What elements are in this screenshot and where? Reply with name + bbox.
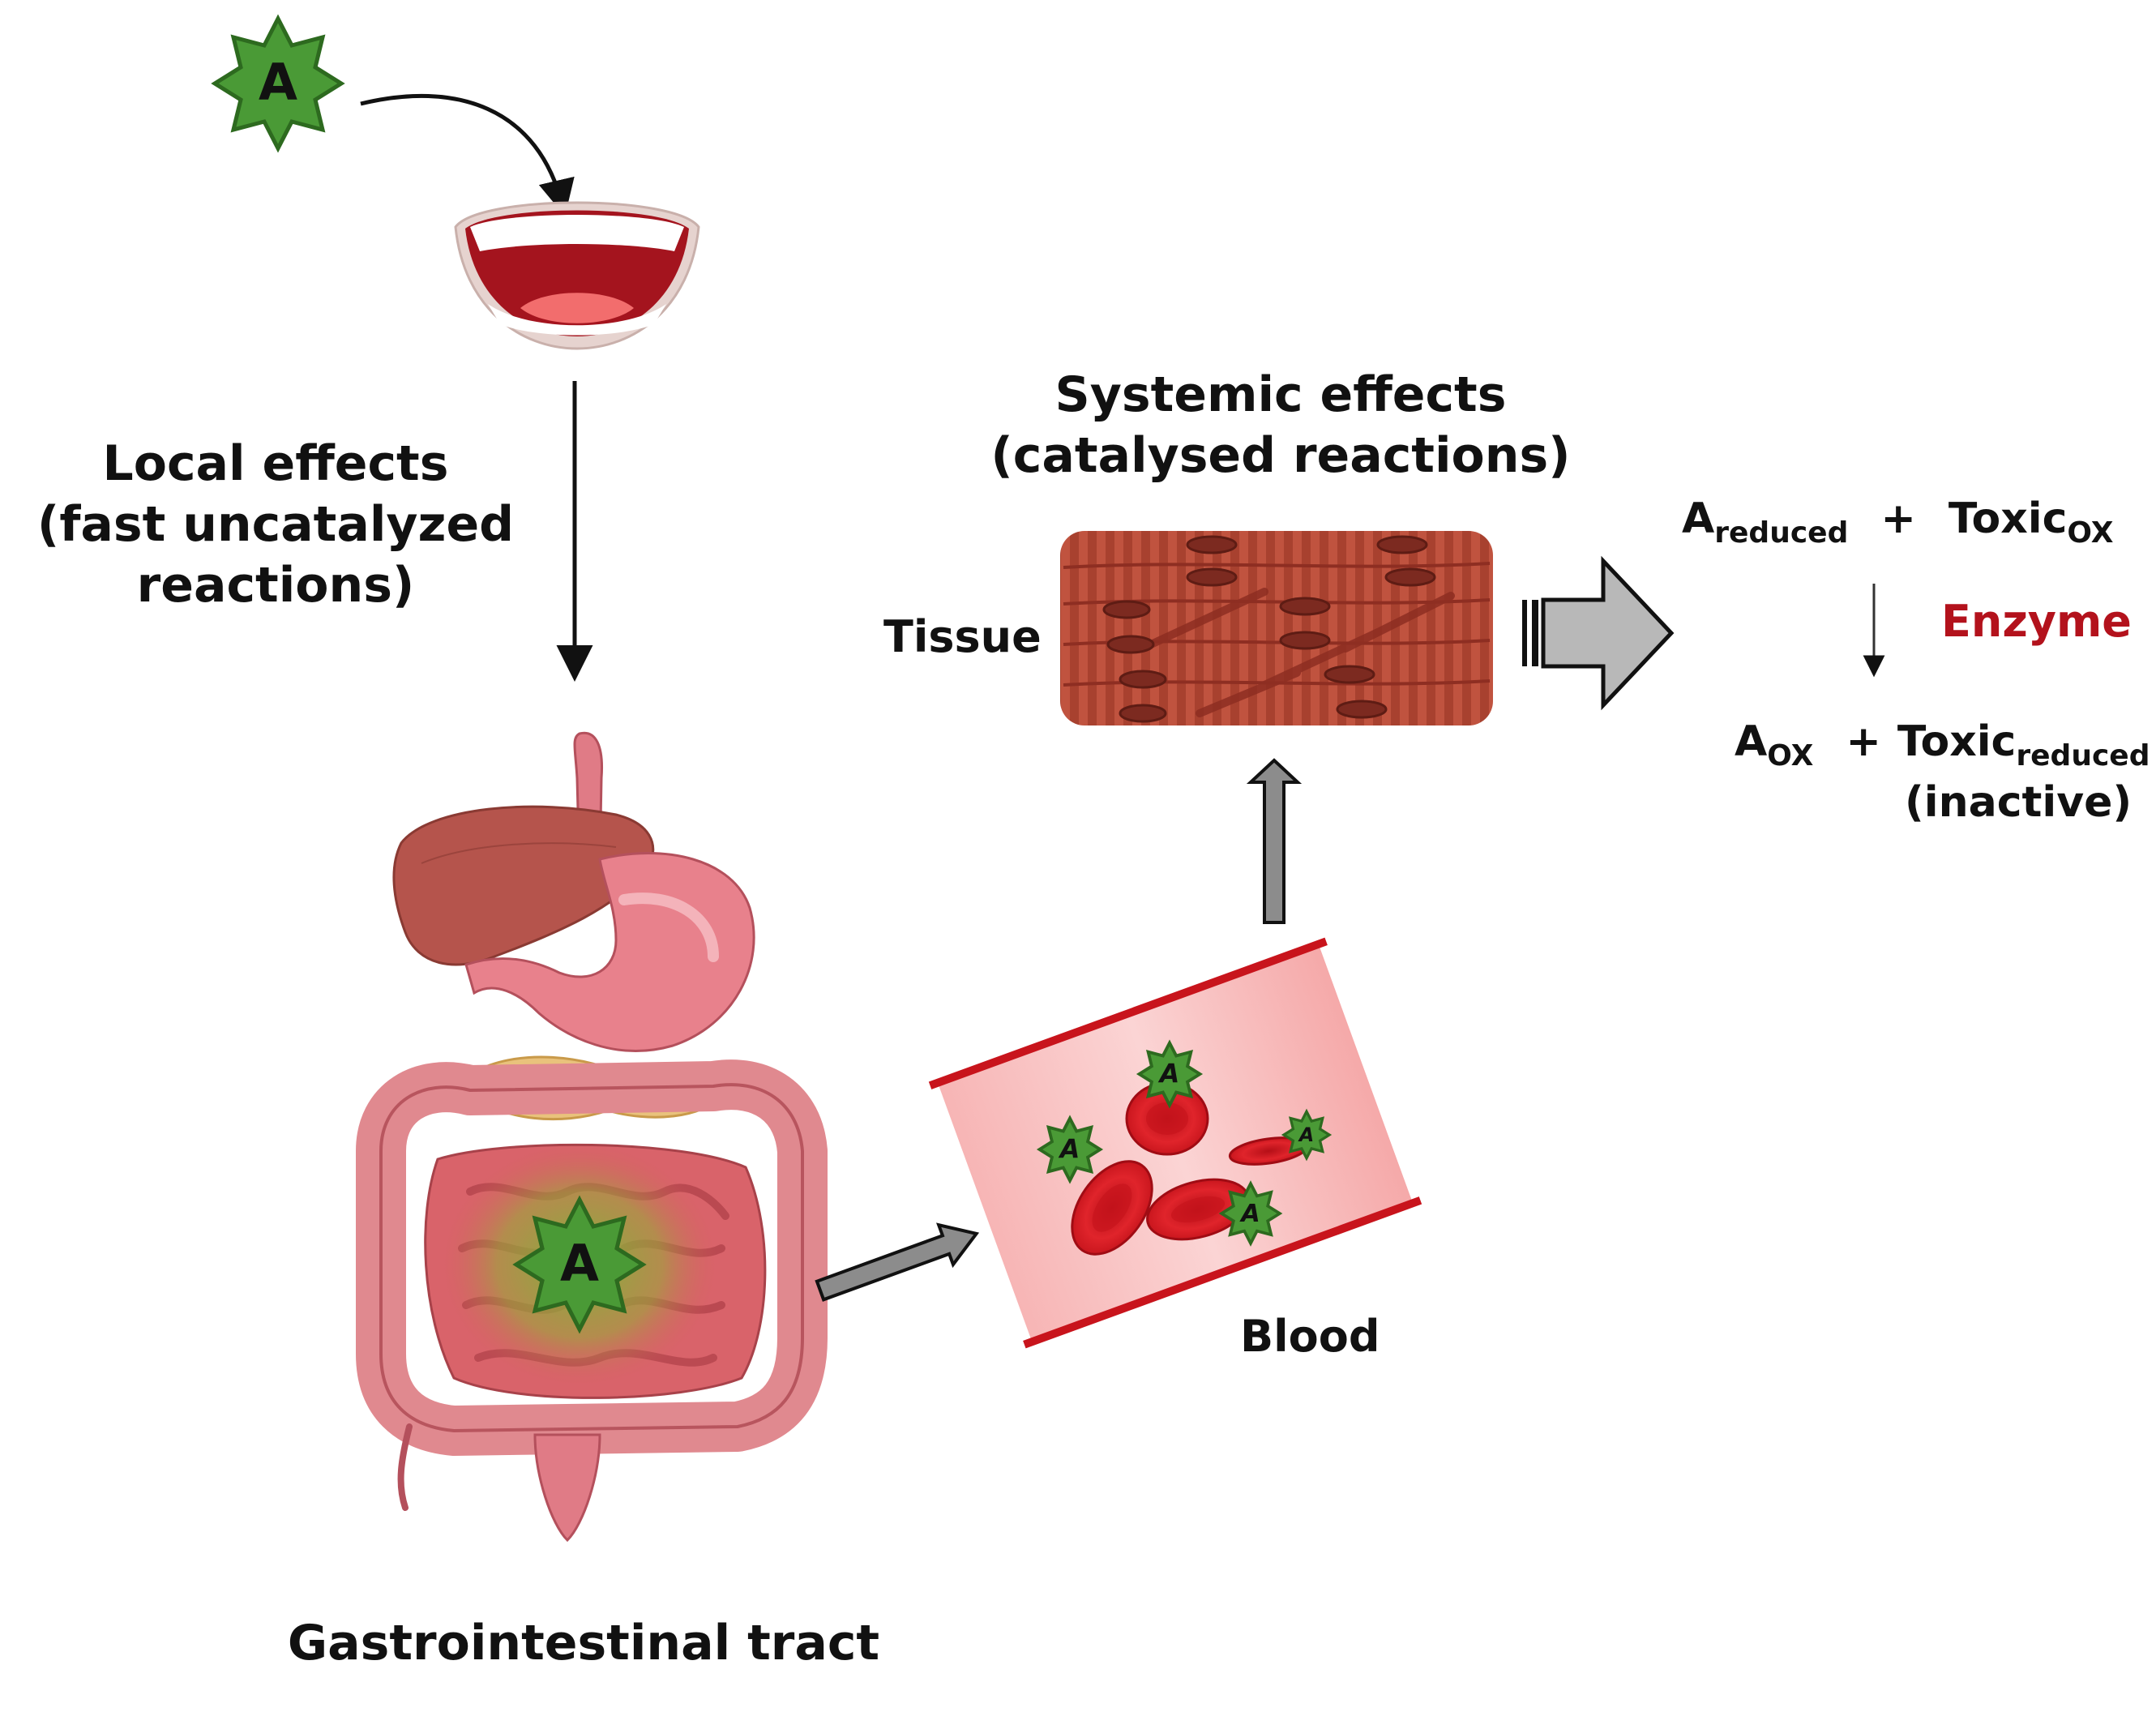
arrow-blood-to-tissue: [1246, 758, 1303, 924]
star-badge-small: A: [1037, 1116, 1102, 1183]
star-letter: A: [560, 1234, 599, 1293]
plus-sign: +: [1880, 494, 1916, 543]
star-letter: A: [1298, 1124, 1314, 1146]
star-badge-gi: A: [516, 1200, 643, 1329]
blood-label: Blood: [1240, 1311, 1380, 1362]
tissue-label: Tissue: [883, 611, 1042, 662]
reaction-products: AOX + Toxicreduced: [1735, 717, 2150, 773]
local-effects-label: Local effects (fast uncatalyzed reaction…: [36, 435, 515, 614]
star-badge-top: A: [215, 19, 341, 148]
star-letter: A: [1157, 1060, 1180, 1089]
product-a-ox: AOX: [1735, 717, 1814, 773]
arrow-tissue-to-reaction: [1522, 555, 1675, 711]
reactant-toxic-ox: ToxicOX: [1948, 494, 2114, 550]
star-badge-small: A: [1220, 1182, 1281, 1245]
arrow-star-to-mouth: [360, 93, 575, 216]
enzyme-label: Enzyme: [1941, 596, 2132, 647]
rbc: [1071, 1160, 1153, 1256]
rbc: [1125, 1081, 1209, 1156]
star-letter: A: [259, 53, 297, 112]
red-blood-cells: A A A A: [1037, 1041, 1331, 1256]
inactive-note: (inactive): [1905, 778, 2132, 827]
product-toxic-reduced: Toxicreduced: [1897, 717, 2150, 773]
gastrointestinal-tract-label: Gastrointestinal tract: [287, 1615, 880, 1671]
star-badge-small: A: [1282, 1110, 1331, 1160]
reaction-reactants: Areduced + ToxicOX: [1682, 494, 2113, 550]
star-badge-small: A: [1137, 1041, 1202, 1107]
systemic-effects-label: Systemic effects (catalysed reactions): [990, 366, 1571, 484]
reactant-a-reduced: Areduced: [1682, 494, 1849, 550]
gastrointestinal-tract-icon: [356, 731, 828, 1543]
star-letter: A: [1058, 1136, 1080, 1165]
star-letter: A: [1239, 1200, 1260, 1228]
mouth-icon: [454, 201, 700, 350]
plus-sign: +: [1846, 717, 1881, 766]
rbc: [1146, 1178, 1250, 1241]
muscle-tissue-icon: [1060, 531, 1493, 725]
arrow-gi-to-blood: [815, 1222, 980, 1302]
